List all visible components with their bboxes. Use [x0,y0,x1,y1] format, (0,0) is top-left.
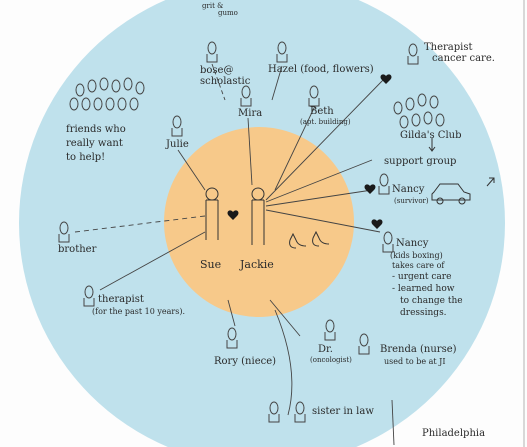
nancy2-note2: - learned how [392,284,455,294]
brenda-line1: Brenda (nurse) [380,344,457,355]
philadelphia-label: Philadelphia [422,428,485,439]
nancy1-line1: Nancy [392,184,425,195]
therapist-past-line2: (for the past 10 years). [92,307,185,316]
bose-line2: scholastic [200,76,251,87]
brother-label: brother [58,244,97,255]
therapist-cancer-line2: cancer care. [432,53,495,64]
bose-line1: bose@ [200,65,233,76]
top-note-line2: gumo [218,9,238,17]
dr-line2: (oncologist) [310,356,352,364]
sister-in-law-label: sister in law [312,406,374,417]
small-person-icons [58,41,419,423]
nancy2-note4: dressings. [400,308,447,318]
top-note-line1: grit & [202,2,223,10]
nancy2-note3: to change the [400,296,463,306]
rory-label: Rory (niece) [214,356,276,367]
julie-label: Julie [165,139,189,150]
person-icon [205,187,265,245]
friends-line3: to help! [66,152,105,163]
beth-line1: Beth [310,106,334,117]
mira-label: Mira [238,108,262,119]
arrow-icon [428,138,495,187]
gildas-group-icon [393,93,445,129]
beth-line2: (apt. building) [300,118,351,126]
inner-circle [164,127,354,317]
friends-group-icon [69,77,145,111]
nancy2-note1: - urgent care [392,272,451,282]
nancy2-line1: Nancy [396,238,429,249]
cat-icon [289,230,330,249]
support-group-label: support group [384,156,456,167]
brenda-line2: used to be at JI [384,357,446,366]
nancy2-line3: takes care of [392,261,445,270]
dr-line1: Dr. [318,344,333,355]
hazel-label: Hazel (food, flowers) [268,64,374,75]
car-icon [431,183,471,205]
friends-line1: friends who [66,124,126,135]
therapist-cancer-line1: Therapist [424,42,473,53]
friends-line2: really want [66,138,123,149]
sue-label: Sue [200,258,221,271]
gildas-label: Gilda's Club [400,130,462,141]
heart-icon [227,74,392,229]
jackie-label: Jackie [239,258,274,271]
nancy1-line2: (survivor) [394,197,429,205]
nancy2-line2: (kids boxing) [390,251,443,260]
therapist-past-line1: therapist [98,294,144,305]
connection-lines [74,63,395,446]
